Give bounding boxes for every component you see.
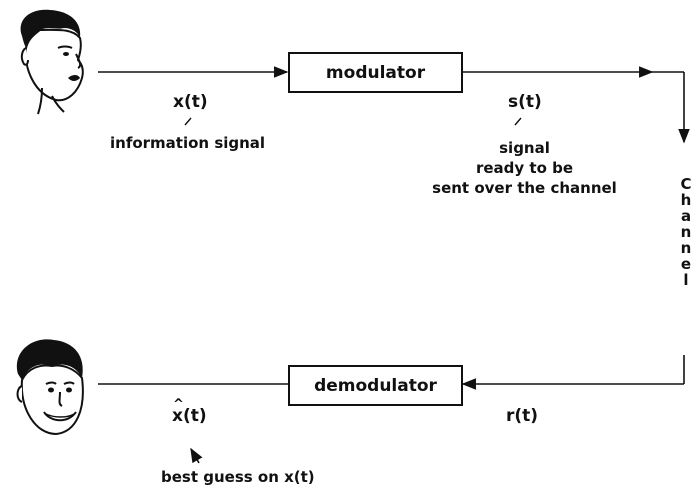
channel-letter: n <box>680 239 692 257</box>
tick-x <box>184 117 192 126</box>
channel-letter: C <box>680 175 692 193</box>
signal-x-description: information signal <box>110 134 266 152</box>
channel-letter: n <box>680 223 692 241</box>
signal-s-label: s(t) <box>508 92 542 112</box>
tick-s <box>514 117 522 126</box>
man-face-icon <box>20 9 84 115</box>
signal-xhat-text: x(t) <box>172 397 207 426</box>
demodulator-block: demodulator <box>288 365 463 406</box>
modulator-label: modulator <box>325 62 426 83</box>
demodulator-label: demodulator <box>314 375 437 396</box>
signal-r-label: r(t) <box>506 406 539 426</box>
best-guess-description: best guess on x(t) <box>161 468 315 486</box>
signal-x-label: x(t) <box>173 92 208 112</box>
signal-xhat-label: x(t) <box>172 397 207 426</box>
channel-letter: e <box>680 255 692 273</box>
channel-letter: h <box>680 191 692 209</box>
signal-s-desc-line-2: ready to be <box>475 159 574 177</box>
arrow-best-guess <box>190 447 203 464</box>
channel-label: C h a n n e l <box>676 176 696 288</box>
signal-s-desc-line-1: signal <box>499 139 550 157</box>
channel-letter: a <box>680 207 692 225</box>
smiling-man-face-icon <box>16 339 84 436</box>
signal-s-description: signal ready to be sent over the channel <box>387 138 662 198</box>
channel-letter: l <box>683 271 689 289</box>
signal-s-desc-line-3: sent over the channel <box>432 179 617 197</box>
modulator-block: modulator <box>288 52 463 93</box>
